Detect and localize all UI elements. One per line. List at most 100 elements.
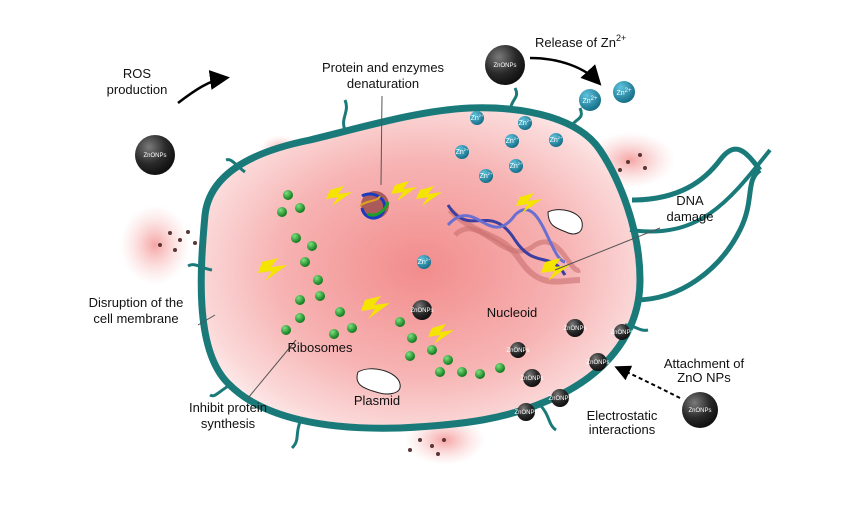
plasmid-label: Plasmid — [354, 393, 400, 408]
znonp-sphere-icon: ZnONPs — [548, 389, 572, 407]
svg-text:ZnONPs: ZnONPs — [688, 408, 711, 414]
svg-text:Zn2+: Zn2+ — [616, 88, 632, 97]
attachment-label-1: Attachment of — [664, 356, 745, 371]
protein-label-2: denaturation — [347, 76, 419, 91]
znonp-sphere-icon: ZnONPs — [135, 135, 175, 175]
svg-text:ZnONPs: ZnONPs — [143, 153, 166, 159]
ribosome-icon — [291, 233, 301, 243]
ribosome-icon — [295, 295, 305, 305]
svg-text:ZnONPs: ZnONPs — [610, 330, 633, 336]
zn-ion-icon: Zn2+ — [549, 133, 563, 147]
nanoparticles-group: ZnONPsZnONPsZnONPsZnONPsZnONPsZnONPsZnON… — [135, 45, 718, 428]
znonp-sphere-icon: ZnONPs — [485, 45, 525, 85]
zn-ion-icon: Zn2+ — [479, 169, 493, 183]
svg-text:Zn2+: Zn2+ — [480, 171, 493, 180]
ribosome-icon — [457, 367, 467, 377]
pointer-line — [380, 95, 383, 186]
flagellum-icon — [631, 146, 762, 203]
ribosome-icon — [405, 351, 415, 361]
svg-text:Zn2+: Zn2+ — [456, 147, 469, 156]
svg-text:ZnONPs: ZnONPs — [493, 63, 516, 69]
ribosomes-group — [277, 190, 505, 379]
lightning-icon — [428, 324, 454, 344]
znonp-sphere-icon: ZnONPs — [514, 403, 538, 421]
ribosome-icon — [329, 329, 339, 339]
zn-ion-icon: Zn2+ — [509, 159, 523, 173]
leak-glow — [120, 205, 190, 285]
pointer-line — [197, 314, 216, 326]
ribosome-icon — [475, 369, 485, 379]
ribosome-icon — [407, 333, 417, 343]
svg-text:Zn2+: Zn2+ — [506, 136, 519, 145]
svg-text:Zn2+: Zn2+ — [510, 161, 523, 170]
znonp-sphere-icon: ZnONPs — [563, 319, 587, 337]
flagellum-icon — [629, 148, 772, 234]
lightning-icon — [326, 186, 352, 206]
svg-text:ZnONPs: ZnONPs — [520, 376, 543, 382]
ribosome-icon — [313, 275, 323, 285]
release-arrow — [529, 56, 602, 86]
znonp-sphere-icon: ZnONPs — [682, 392, 718, 428]
ribosome-icon — [277, 207, 287, 217]
ribosome-icon — [295, 313, 305, 323]
protein-cluster-icon — [359, 191, 390, 220]
lightning-icon — [416, 186, 442, 206]
electrostatic-label-1: Electrostatic — [587, 408, 658, 423]
znonp-sphere-icon: ZnONPs — [586, 353, 610, 371]
lightning-icon — [391, 181, 417, 201]
ribosome-icon — [347, 323, 357, 333]
zn-ions-group: Zn2+Zn2+Zn2+Zn2+Zn2+Zn2+Zn2+Zn2+Zn2+Zn2+ — [417, 81, 635, 269]
labels: ROS production Release of Zn2+ Protein a… — [89, 33, 745, 437]
lightning-icon — [361, 296, 390, 319]
ribosome-icon — [427, 345, 437, 355]
nucleoid-label: Nucleoid — [487, 305, 538, 320]
zn-ion-icon: Zn2+ — [579, 89, 601, 111]
pilus-icon — [538, 403, 557, 432]
zn-ion-icon: Zn2+ — [505, 134, 519, 148]
pilus-icon — [624, 323, 649, 332]
ribosome-icon — [495, 363, 505, 373]
ribosome-icon — [315, 291, 325, 301]
svg-text:ZnONPs: ZnONPs — [586, 360, 609, 366]
lightning-icon — [258, 258, 287, 281]
flagellum-icon — [634, 167, 762, 303]
dna-label-2: damage — [667, 209, 714, 224]
zn-ion-icon: Zn2+ — [518, 116, 532, 130]
ribosome-icon — [295, 203, 305, 213]
protein-label-1: Protein and enzymes — [322, 60, 445, 75]
znonp-sphere-icon: ZnONPs — [610, 324, 634, 340]
zn-ion-icon: Zn2+ — [417, 255, 431, 269]
pili — [187, 87, 649, 450]
svg-text:Zn2+: Zn2+ — [471, 113, 484, 122]
pilus-icon — [225, 158, 246, 174]
svg-text:ZnONPs: ZnONPs — [410, 308, 433, 314]
plasmid-icon — [356, 368, 401, 395]
plasmid-icon — [547, 209, 583, 235]
svg-text:Zn2+: Zn2+ — [418, 257, 431, 266]
zn-ion-icon: Zn2+ — [613, 81, 635, 103]
svg-text:Zn2+: Zn2+ — [519, 118, 532, 127]
znonp-sphere-icon: ZnONPs — [410, 300, 434, 320]
ribosome-icon — [300, 257, 310, 267]
pilus-icon — [209, 383, 231, 398]
inhibit-label-1: Inhibit protein — [189, 400, 267, 415]
svg-text:Zn2+: Zn2+ — [550, 135, 563, 144]
electrostatic-label-2: interactions — [589, 422, 656, 437]
disruption-label-2: cell membrane — [93, 311, 178, 326]
ribosome-icon — [395, 317, 405, 327]
ribosomes-label: Ribosomes — [287, 340, 353, 355]
pointer-line — [554, 227, 661, 271]
ribosome-icon — [335, 307, 345, 317]
attachment-label-2: ZnO NPs — [677, 370, 731, 385]
svg-text:Zn2+: Zn2+ — [582, 96, 598, 105]
ribosome-icon — [283, 190, 293, 200]
pilus-icon — [568, 107, 583, 129]
svg-text:ZnONPs: ZnONPs — [506, 348, 529, 354]
zn-ion-icon: Zn2+ — [455, 145, 469, 159]
ribosome-icon — [435, 367, 445, 377]
ros-label-2: production — [107, 82, 168, 97]
pointer-line — [247, 339, 297, 399]
ribosome-icon — [307, 241, 317, 251]
